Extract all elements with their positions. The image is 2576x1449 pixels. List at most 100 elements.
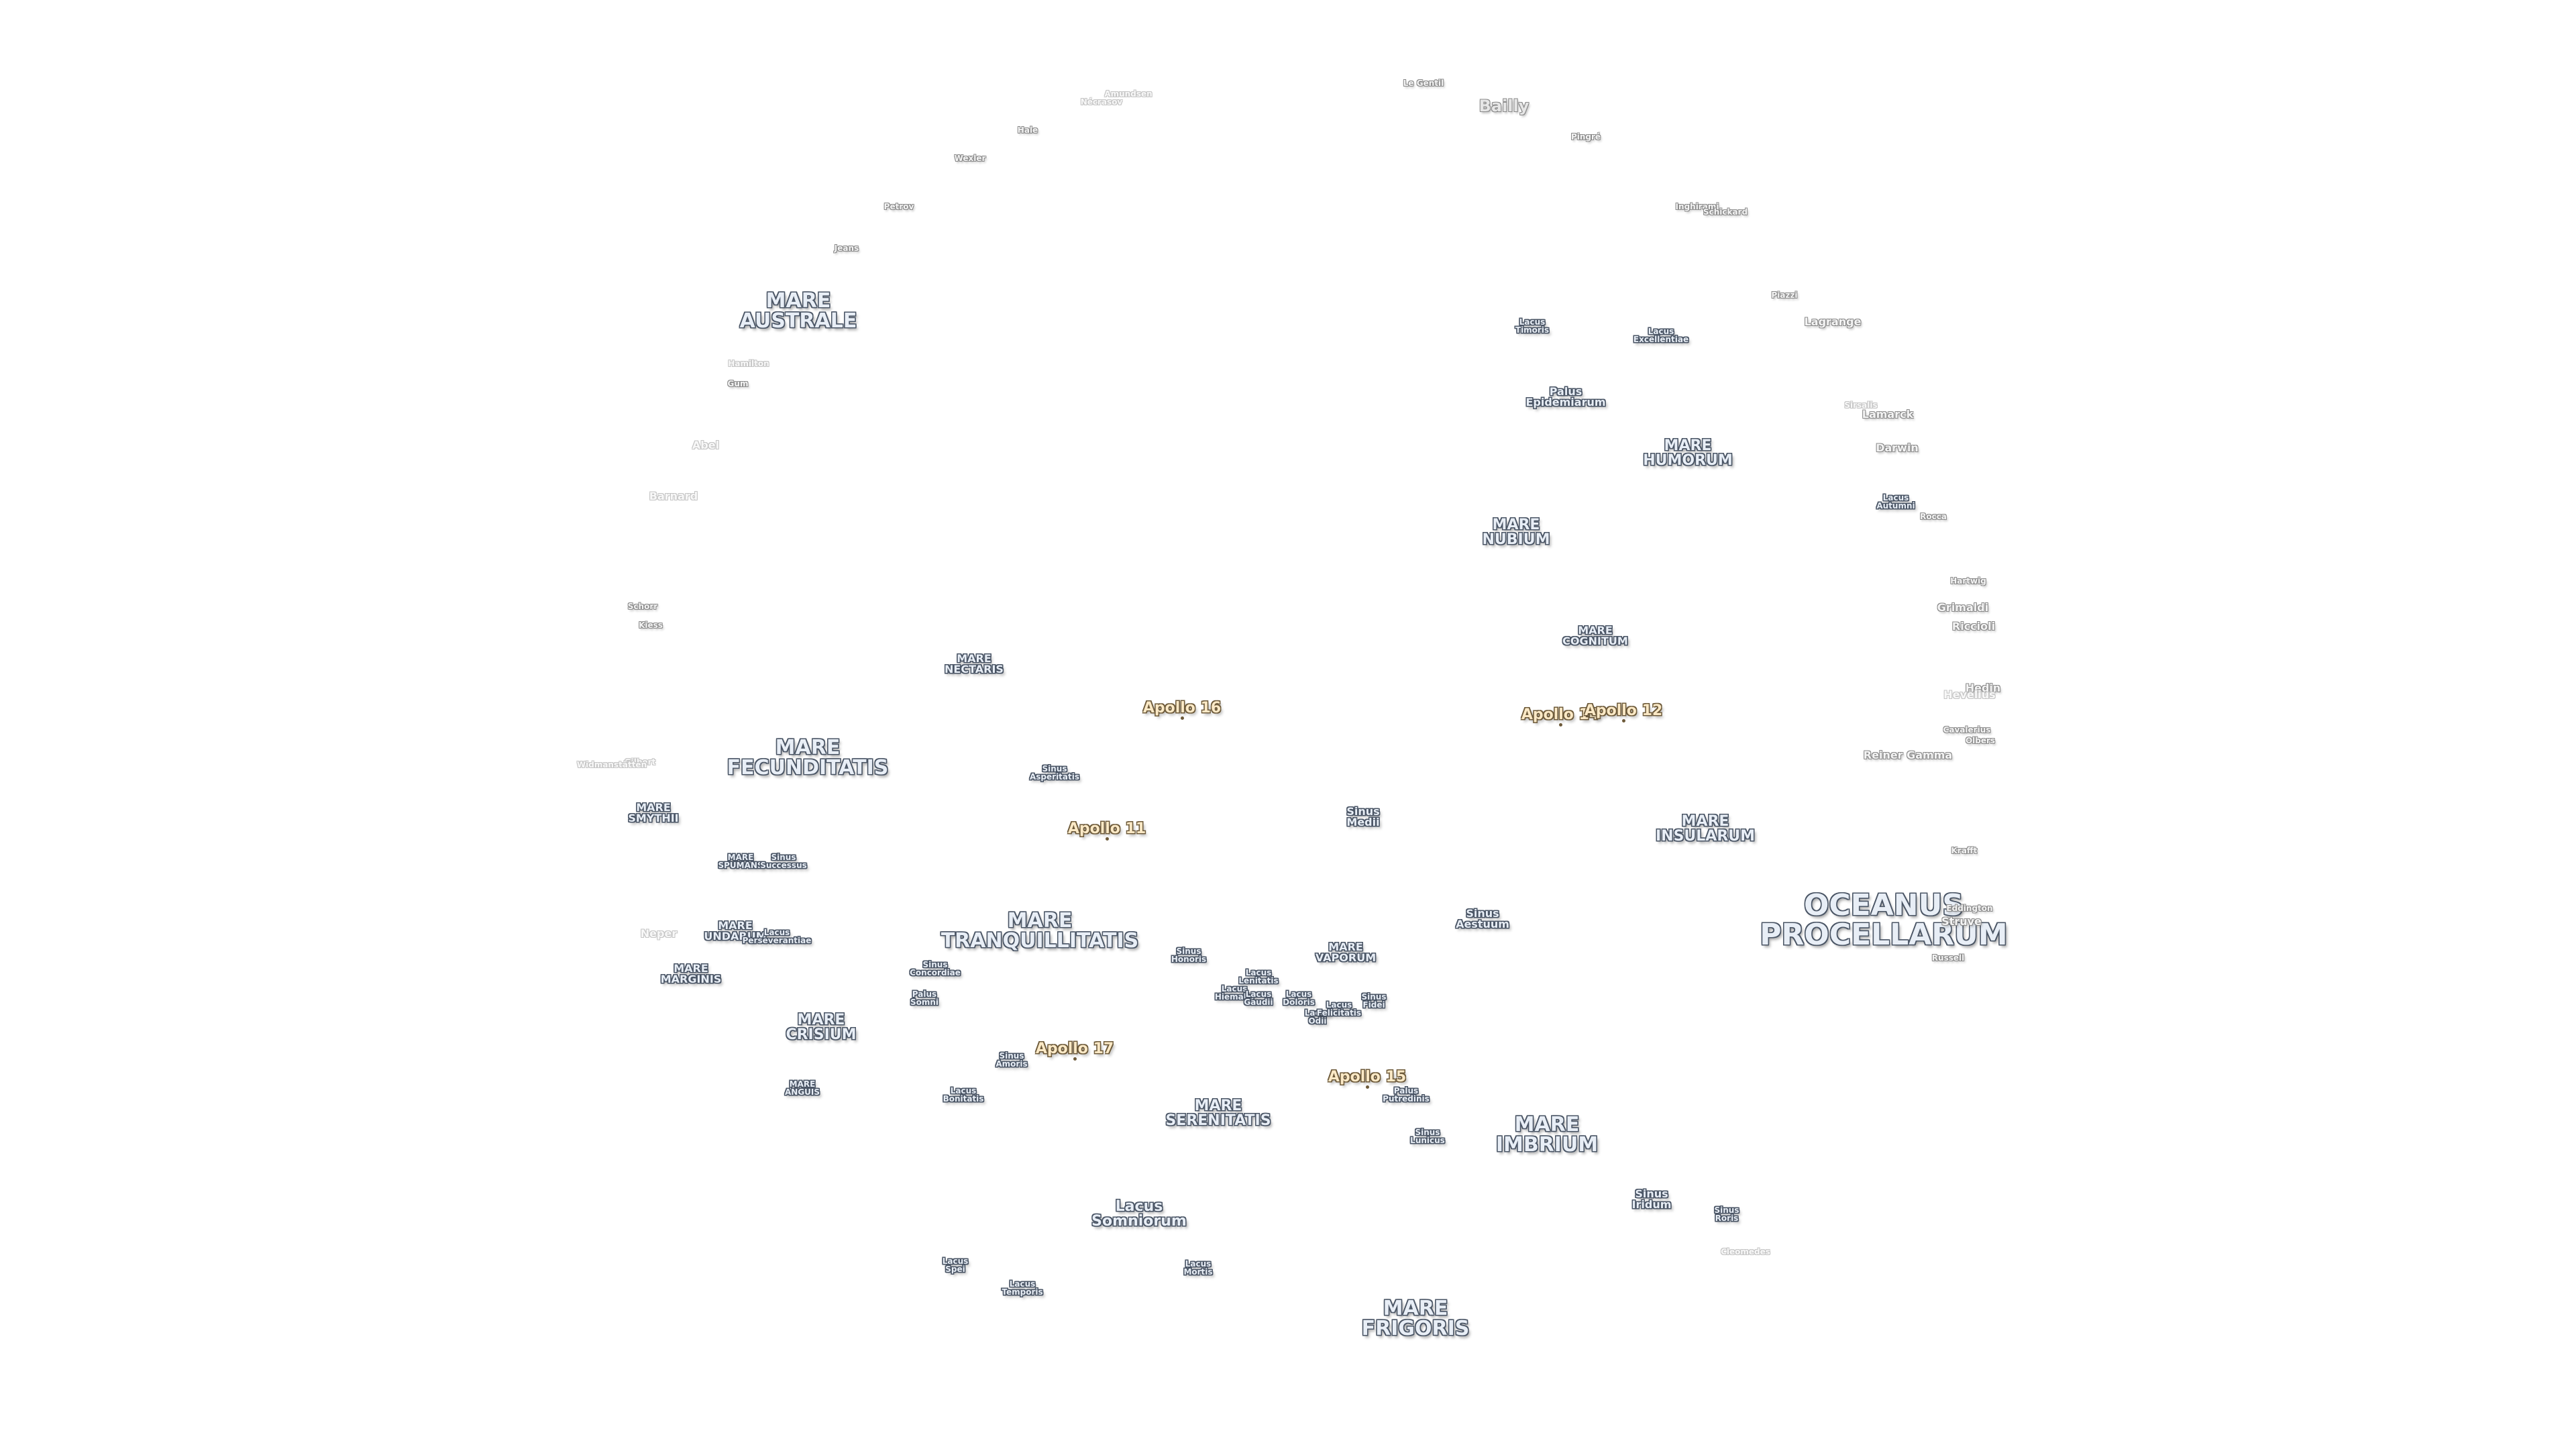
- feature-lacus-somniorum: Lacus Somniorum: [1091, 1198, 1187, 1230]
- feature-lacus-bonitatis: Lacus Bonitatis: [943, 1086, 984, 1104]
- crater-pingre: Pingré: [1570, 132, 1601, 142]
- crater-eddington: Eddington: [1946, 904, 1993, 913]
- feature-sinus-concordiae: Sinus Concordiae: [910, 960, 961, 977]
- crater-barnard: Barnard: [649, 490, 698, 502]
- feature-lacus-autumni: Lacus Autumni: [1876, 493, 1915, 511]
- feature-mare-marginis: MARE MARGINIS: [660, 962, 722, 985]
- feature-palus-epidemiarum: Palus Epidemiarum: [1525, 385, 1606, 409]
- site-apollo-16: Apollo 16: [1142, 700, 1222, 716]
- feature-mare-nubium: MARE NUBIUM: [1482, 517, 1550, 548]
- feature-mare-insularum: MARE INSULARUM: [1655, 813, 1756, 845]
- crater-cavalerius: Cavalerius: [1943, 725, 1991, 735]
- crater-gum: Gum: [727, 379, 749, 388]
- crater-grimaldi: Grimaldi: [1937, 601, 1989, 614]
- crater-lagrange: Lagrange: [1804, 315, 1862, 328]
- crater-hamilton: Hamilton: [728, 359, 769, 368]
- feature-mare-undarum: MARE UNDARUM: [704, 919, 767, 943]
- crater-krafft: Krafft: [1951, 846, 1978, 855]
- feature-mare-frigoris: MARE FRIGORIS: [1361, 1297, 1470, 1340]
- feature-lacus-gaudii: Lacus Gaudii: [1244, 989, 1273, 1007]
- feature-oceanus-procellarum: OCEANUS PROCELLARUM: [1760, 888, 2008, 952]
- crater-widmanstatten: Widmanstätten: [576, 760, 647, 769]
- site-apollo-12: Apollo 12: [1584, 702, 1663, 719]
- feature-mare-nectaris: MARE NECTARIS: [945, 652, 1004, 676]
- feature-mare-australe: MARE AUSTRALE: [739, 289, 857, 333]
- crater-sirsalis: Sirsalis: [1844, 400, 1878, 410]
- feature-sinus-medii: Sinus Medii: [1346, 805, 1380, 828]
- site-apollo-11: Apollo 11: [1067, 820, 1146, 837]
- landing-site-marker: [1180, 716, 1184, 720]
- feature-sinus-fidei: Sinus Fidei: [1361, 992, 1387, 1010]
- crater-piazzi: Piazzi: [1771, 290, 1798, 300]
- landing-site-marker: [1073, 1057, 1077, 1061]
- crater-olbers: Olbers: [1965, 736, 1996, 745]
- site-apollo-15: Apollo 15: [1328, 1069, 1407, 1085]
- crater-darwin: Darwin: [1876, 441, 1919, 454]
- feature-sinus-asperitatis: Sinus Asperitatis: [1029, 764, 1080, 782]
- feature-lacus-odii: Lacus Odii: [1304, 1008, 1331, 1026]
- site-apollo-17: Apollo 17: [1035, 1040, 1114, 1057]
- landing-site-marker: [1365, 1085, 1369, 1089]
- feature-mare-vaporum: MARE VAPORUM: [1315, 941, 1377, 964]
- feature-sinus-iridum: Sinus Iridum: [1631, 1187, 1672, 1211]
- crater-kiess: Kiess: [639, 621, 663, 630]
- feature-lacus-timoris: Lacus Timoris: [1515, 317, 1550, 335]
- crater-hedin: Hedin: [1965, 682, 2001, 694]
- feature-mare-fecunditatis: MARE FECUNDITATIS: [727, 736, 889, 780]
- feature-sinus-successus: Sinus Successus: [760, 853, 807, 870]
- feature-sinus-amoris: Sinus Amoris: [996, 1051, 1028, 1069]
- crater-hale: Hale: [1017, 125, 1038, 135]
- crater-cleomedes: Cleomedes: [1721, 1247, 1770, 1256]
- crater-le-gentil: Le Gentil: [1403, 78, 1444, 88]
- site-apollo-14: Apollo 14: [1521, 706, 1600, 723]
- feature-mare-humorum: MARE HUMORUM: [1643, 437, 1733, 469]
- crater-bailly: Bailly: [1479, 97, 1529, 115]
- feature-mare-cognitum: MARE COGNITUM: [1562, 624, 1628, 647]
- feature-lacus-hiemalis: Lacus Hiemalis: [1214, 984, 1254, 1002]
- feature-mare-spumans: MARE SPUMANS: [718, 853, 763, 870]
- feature-palus-putredinis: Palus Putredinis: [1383, 1086, 1430, 1104]
- feature-sinus-lunicus: Sinus Lunicus: [1410, 1128, 1445, 1145]
- crater-wexler: Wexler: [954, 154, 986, 163]
- feature-sinus-roris: Sinus Roris: [1714, 1205, 1739, 1223]
- crater-abel: Abel: [692, 439, 720, 451]
- crater-riccioli: Riccioli: [1951, 620, 1996, 633]
- feature-lacus-lenitatis: Lacus Lenitatis: [1238, 968, 1279, 985]
- crater-necrasov: Nécrasov: [1080, 97, 1123, 107]
- crater-schorr: Schorr: [627, 602, 658, 611]
- crater-schickard: Schickard: [1703, 207, 1748, 217]
- crater-neper: Neper: [640, 927, 678, 940]
- crater-struve: Struve: [1941, 915, 1982, 928]
- feature-sinus-aestuum: Sinus Aestuum: [1456, 907, 1509, 930]
- crater-petrov: Petrov: [883, 202, 914, 211]
- feature-lacus-temporis: Lacus Temporis: [1002, 1279, 1043, 1297]
- crater-reiner-gamma: Reiner Gamma: [1863, 749, 1953, 761]
- feature-lacus-doloris: Lacus Doloris: [1283, 989, 1315, 1007]
- feature-mare-imbrium: MARE IMBRIUM: [1495, 1113, 1599, 1157]
- crater-hevelius: Hevelius: [1943, 688, 1996, 701]
- crater-gilbert: Gilbert: [624, 757, 656, 767]
- feature-mare-crisium: MARE CRISIUM: [786, 1012, 857, 1043]
- landing-site-marker: [1105, 837, 1109, 841]
- feature-lacus-felicitatis: Lacus Felicitatis: [1316, 1000, 1362, 1018]
- landing-site-marker: [1558, 723, 1562, 727]
- feature-mare-tranquillitatis: MARE TRANQUILLITATIS: [941, 909, 1139, 953]
- feature-mare-anguis: MARE ANGUIS: [784, 1079, 820, 1097]
- feature-lacus-perseverantiae: Lacus Perseverantiae: [742, 928, 812, 945]
- feature-lacus-spei: Lacus Spei: [942, 1256, 969, 1274]
- crater-rocca: Rocca: [1920, 512, 1947, 521]
- crater-hartwig: Hartwig: [1950, 576, 1986, 586]
- feature-lacus-mortis: Lacus Mortis: [1183, 1259, 1213, 1277]
- crater-inghirami: Inghirami: [1675, 202, 1719, 211]
- crater-jeans: Jeans: [834, 244, 859, 253]
- landing-site-marker: [1621, 719, 1625, 722]
- crater-amundsen: Amundsen: [1104, 89, 1152, 99]
- feature-mare-smythii: MARE SMYTHII: [628, 801, 679, 824]
- feature-palus-somni: Palus Somni: [910, 989, 939, 1007]
- feature-lacus-excellentiae: Lacus Excellentiae: [1633, 327, 1689, 344]
- feature-sinus-honoris: Sinus Honoris: [1171, 947, 1207, 964]
- crater-russell: Russell: [1931, 953, 1965, 963]
- crater-lamarck: Lamarck: [1862, 408, 1914, 421]
- feature-mare-serenitatis: MARE SERENITATIS: [1165, 1097, 1271, 1129]
